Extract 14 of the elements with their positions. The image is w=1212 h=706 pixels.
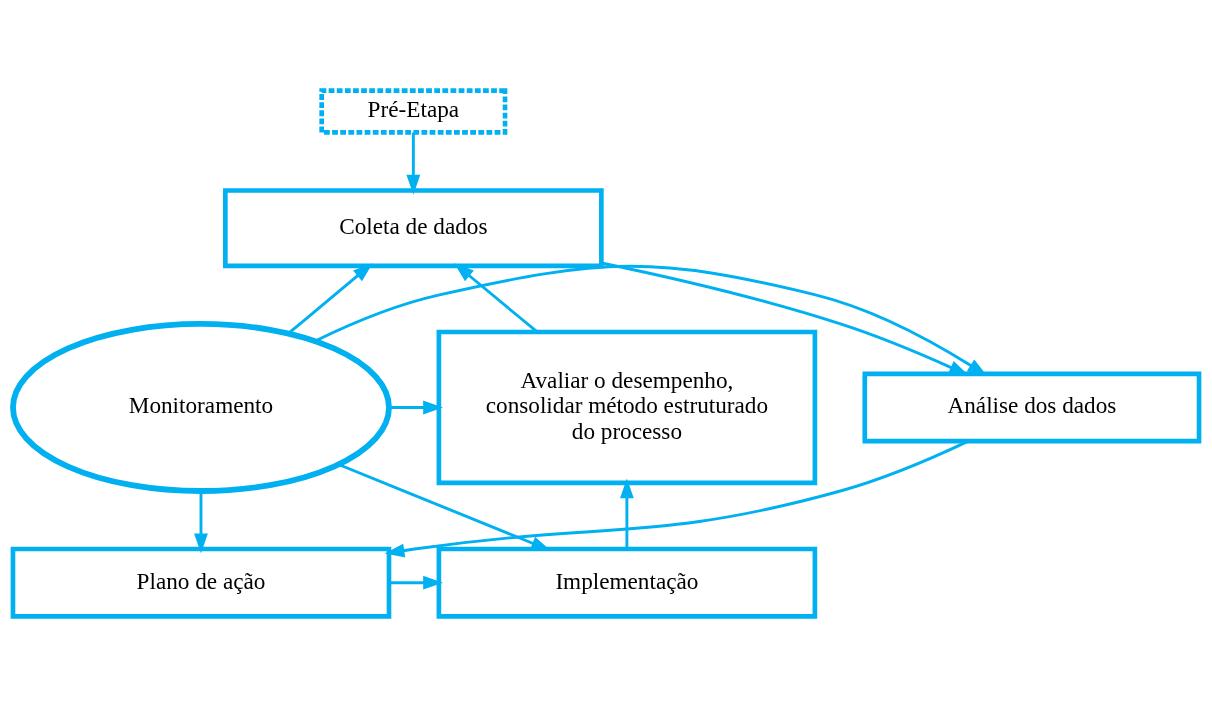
arrow bbox=[406, 132, 421, 195]
arrow bbox=[287, 262, 373, 334]
node-box: Avaliar o desempenho, consolidar método estruturado do processo bbox=[436, 329, 818, 485]
node-ellipse: Monitoramento bbox=[10, 320, 392, 494]
arrow bbox=[389, 575, 443, 590]
arrow bbox=[454, 262, 538, 333]
arrow bbox=[389, 400, 443, 414]
node-box: Análise dos dados bbox=[862, 371, 1202, 443]
node-box: Plano de ação bbox=[10, 546, 392, 619]
node-box: Pré-Etapa bbox=[319, 87, 508, 135]
arrow bbox=[619, 478, 634, 549]
node-box: Coleta de dados bbox=[223, 187, 604, 268]
arrow bbox=[384, 439, 969, 557]
node-box: Implementação bbox=[436, 546, 818, 619]
